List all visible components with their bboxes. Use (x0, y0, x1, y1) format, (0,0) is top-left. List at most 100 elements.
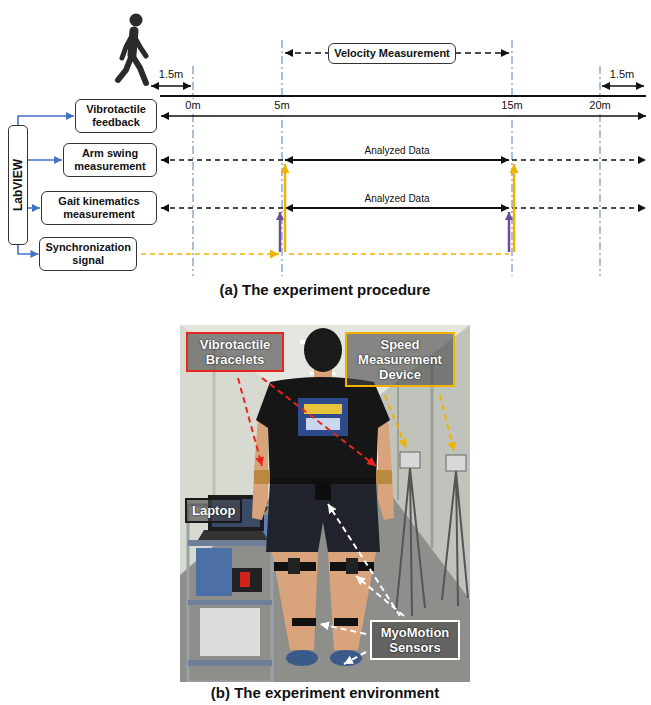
signal-timeline-arrow (285, 207, 509, 209)
box-text: Arm swing measurement (69, 147, 151, 173)
environment-photo (232, 568, 262, 592)
sync-signal-arrow (284, 164, 287, 252)
photo-callout: Speed Measurement Device (345, 332, 455, 387)
environment-photo (378, 418, 394, 520)
box-text: Vibrotactile Bracelets (193, 337, 277, 367)
environment-photo (446, 455, 466, 471)
signal-box: Gait kinematics measurement (41, 191, 157, 225)
sync-signal-arrow (289, 253, 509, 255)
environment-photo (266, 482, 380, 552)
environment-photo (397, 382, 399, 500)
signal-timeline-arrow (161, 115, 646, 117)
distance-label: 5m (272, 99, 291, 112)
distance-marker-line (193, 40, 600, 276)
distance-marker-line (192, 66, 193, 276)
signal-timeline-arrow (161, 116, 646, 208)
signal-box: Arm swing measurement (63, 143, 157, 177)
environment-photo (304, 328, 342, 372)
signal-timeline-arrow (161, 207, 646, 208)
environment-photo (256, 377, 390, 485)
environment-photo (200, 608, 260, 656)
environment-photo (292, 618, 316, 626)
photo-callout: MyoMotion Sensors (370, 620, 460, 660)
environment-photo (198, 530, 268, 540)
control-connector (28, 207, 40, 209)
environment-photo (254, 470, 270, 484)
photo-callout: Laptop (185, 498, 242, 523)
walking-person-icon (118, 55, 132, 80)
distance-label: 20m (587, 99, 612, 112)
sync-signal-arrow (141, 164, 514, 254)
environment-photo (306, 418, 340, 430)
environment-photo (286, 650, 318, 666)
environment-photo (298, 398, 348, 436)
signal-timeline-arrow (161, 159, 646, 160)
box-text: MyoMotion Sensors (377, 625, 453, 655)
environment-photo (346, 558, 358, 574)
control-connector (28, 159, 62, 161)
environment-photo (240, 572, 250, 587)
distance-label: 1.5m (608, 68, 636, 81)
signal-box: Synchronization signal (39, 237, 137, 271)
environment-photo (376, 470, 392, 484)
environment-photo (315, 482, 331, 500)
timeline-axis (602, 85, 644, 86)
walking-person-icon (133, 34, 146, 56)
control-connector (18, 245, 38, 254)
leader-arrow (328, 504, 400, 616)
environment-photo (272, 552, 318, 650)
leader-arrow (385, 395, 406, 448)
environment-photo (180, 480, 470, 682)
leader-arrow (262, 378, 376, 466)
box-text: LabVIEW (11, 159, 25, 211)
environment-photo (396, 468, 425, 616)
environment-photo (180, 325, 470, 682)
panel-caption: (b) The experiment environment (211, 684, 439, 701)
box-text: Synchronization signal (45, 241, 131, 267)
environment-photo (442, 471, 468, 606)
control-connector (18, 116, 74, 125)
box-text: Speed Measurement Device (352, 337, 448, 382)
timeline-axis (151, 85, 191, 86)
distance-marker-line (281, 40, 282, 276)
environment-photo (188, 540, 272, 546)
walking-person-icon (130, 14, 143, 27)
environment-photo (188, 505, 272, 682)
distance-marker-line (599, 66, 600, 276)
environment-photo (196, 548, 232, 596)
sync-signal-arrow (279, 212, 282, 252)
environment-photo (334, 618, 358, 626)
leader-arrow (440, 395, 454, 451)
distance-label: 1.5m (157, 68, 185, 81)
environment-photo (180, 325, 470, 682)
sync-signal-arrow (141, 253, 279, 255)
walking-person-icon (118, 14, 146, 84)
environment-photo (400, 452, 420, 468)
signal-box: Vibrotactile feedback (75, 99, 157, 133)
distance-marker-line (511, 40, 512, 276)
environment-photo (328, 552, 376, 650)
walking-person-icon (132, 55, 146, 83)
environment-photo (188, 660, 272, 666)
box-text: Laptop (192, 503, 235, 518)
environment-photo (188, 600, 272, 605)
box-text: Gait kinematics measurement (47, 195, 151, 221)
distance-label: 0m (183, 99, 202, 112)
box-text: Vibrotactile feedback (81, 103, 151, 129)
controller-box: LabVIEW (8, 125, 28, 245)
sync-signal-arrow (513, 164, 516, 252)
segment-label: Analyzed Data (362, 145, 431, 157)
distance-label: 15m (499, 99, 524, 112)
environment-photo (288, 558, 300, 574)
environment-photo (304, 404, 342, 414)
signal-timeline-arrow (285, 159, 509, 161)
leader-arrow (344, 652, 366, 664)
measurement-zone-box: Velocity Measurement (328, 43, 456, 64)
leader-arrow (238, 378, 262, 466)
box-text: Velocity Measurement (334, 47, 450, 60)
environment-photo (252, 418, 268, 520)
segment-label: Analyzed Data (362, 193, 431, 205)
panel-caption: (a) The experiment procedure (220, 281, 431, 298)
leader-arrow (320, 624, 366, 634)
timeline-axis (160, 95, 646, 97)
